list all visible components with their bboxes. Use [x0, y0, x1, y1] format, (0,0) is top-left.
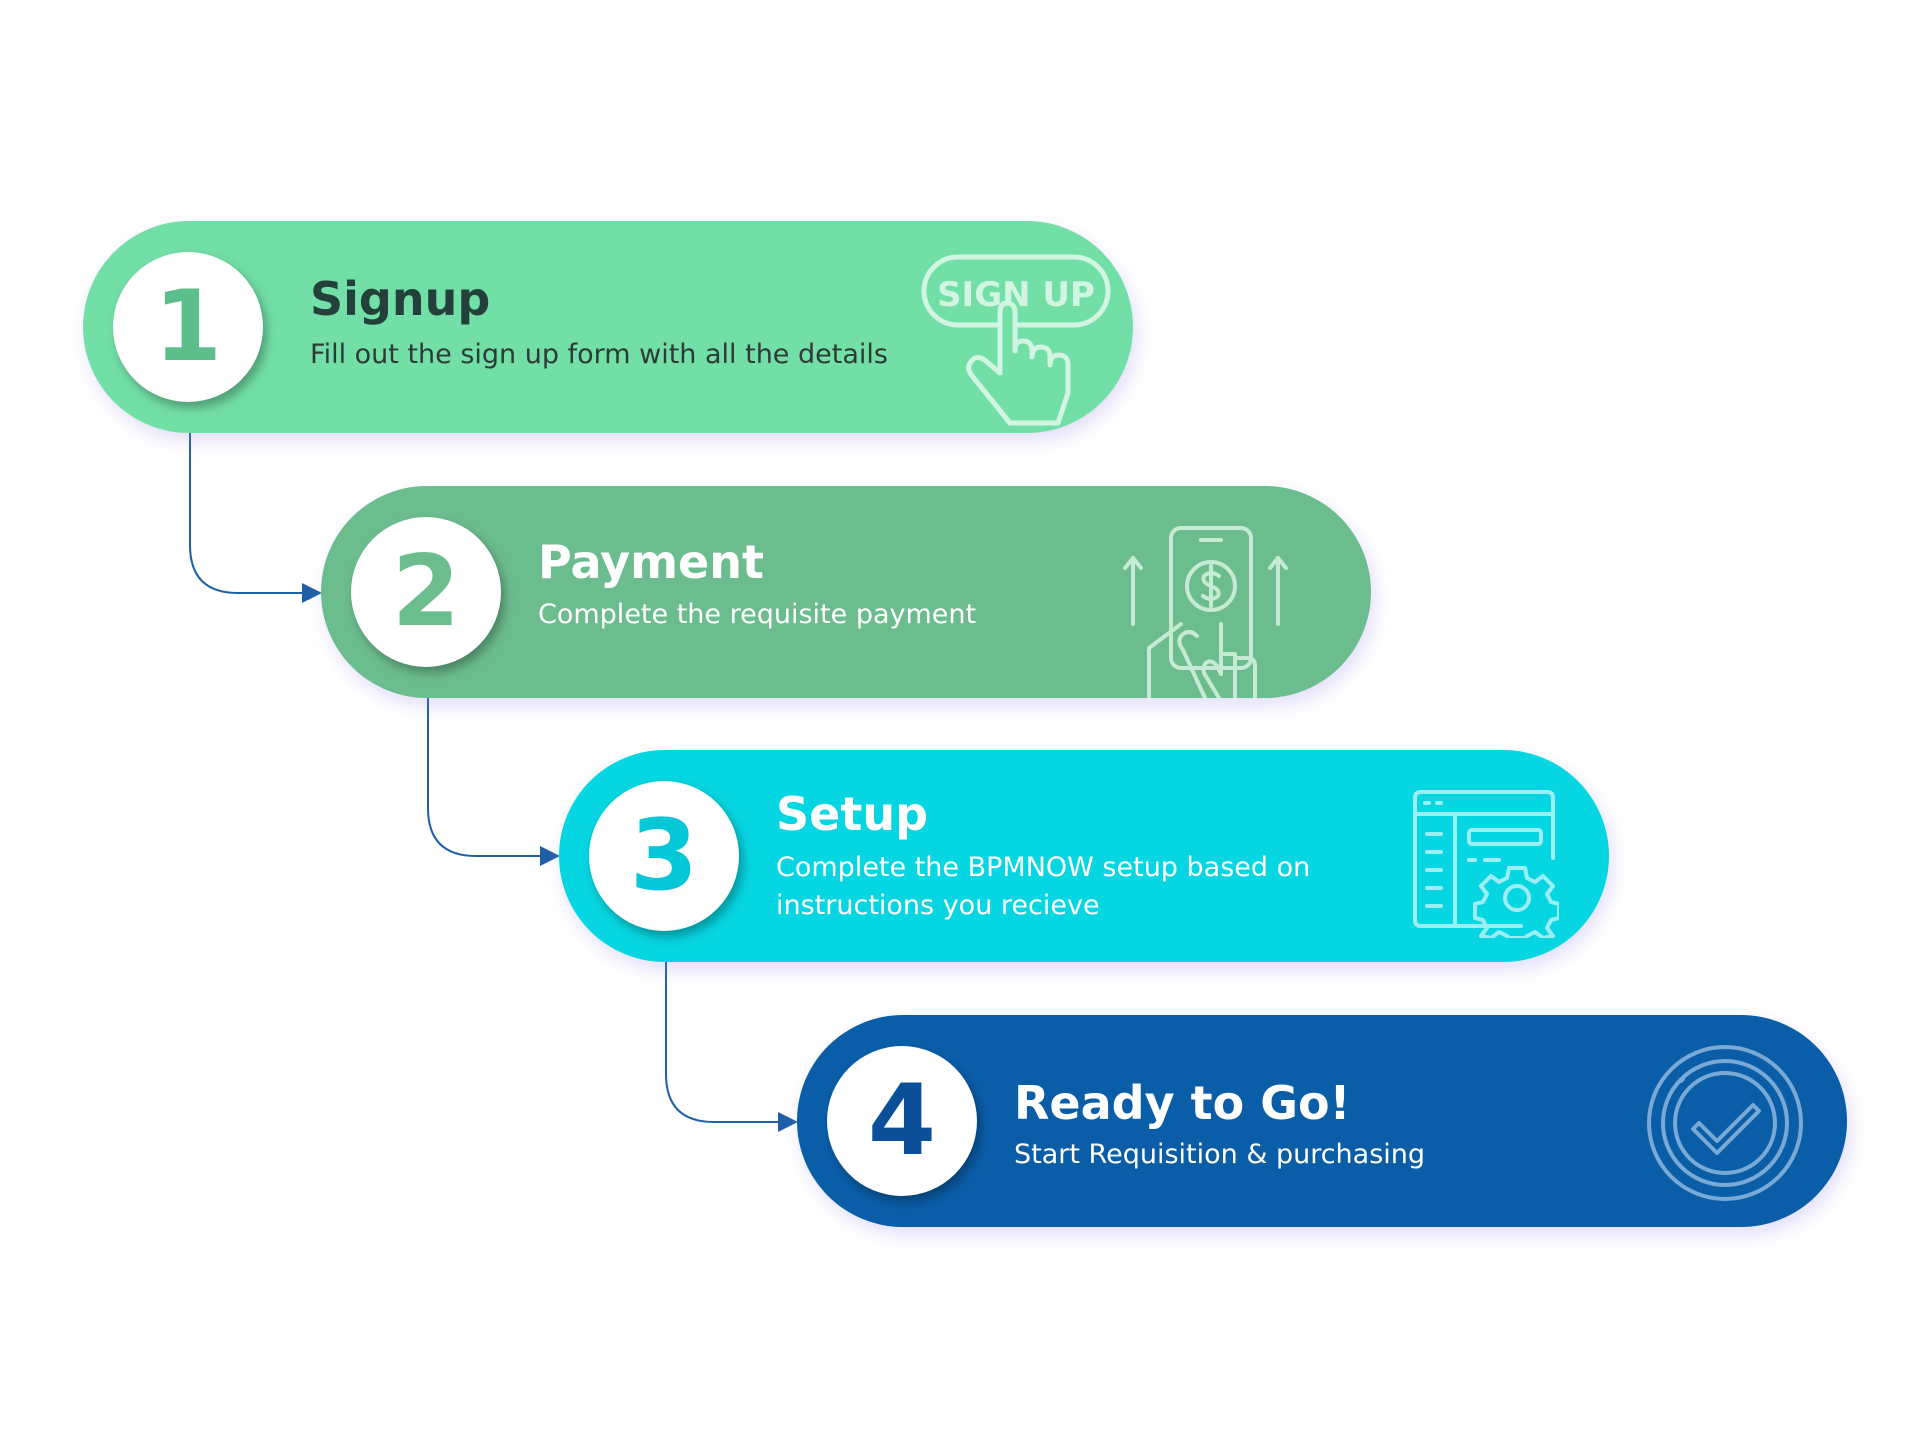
step-description-line-2: instructions you recieve — [776, 890, 1100, 921]
step-number-badge: 3 — [589, 781, 739, 931]
step-title: Signup — [310, 272, 491, 326]
connector-2-3 — [427, 697, 560, 866]
step-number: 1 — [153, 270, 223, 384]
step-description: Complete the requisite payment — [538, 599, 977, 630]
step-number: 3 — [629, 799, 699, 913]
mobile-payment-icon — [1123, 526, 1288, 698]
connector-3-4 — [665, 961, 798, 1132]
step-payment: 2 Payment Complete the requisite payment — [321, 486, 1371, 698]
step-number-badge: 1 — [113, 252, 263, 402]
settings-window-icon — [1413, 790, 1559, 938]
signup-button-icon: SIGN UP — [921, 254, 1111, 426]
step-number: 4 — [867, 1064, 937, 1178]
step-title: Setup — [776, 787, 928, 841]
step-title: Payment — [538, 535, 764, 589]
step-title: Ready to Go! — [1014, 1076, 1351, 1130]
step-number: 2 — [391, 535, 461, 649]
check-circle-icon — [1647, 1045, 1803, 1201]
step-ready: 4 Ready to Go! Start Requisition & purch… — [797, 1015, 1847, 1227]
step-description: Fill out the sign up form with all the d… — [310, 339, 888, 370]
connector-1-2 — [189, 432, 322, 603]
step-signup: 1 Signup Fill out the sign up form with … — [83, 221, 1133, 433]
step-description: Start Requisition & purchasing — [1014, 1139, 1426, 1170]
step-number-badge: 4 — [827, 1046, 977, 1196]
step-setup: 3 Setup Complete the BPMNOW setup based … — [559, 750, 1609, 962]
step-description: Complete the BPMNOW setup based on — [776, 852, 1311, 883]
step-number-badge: 2 — [351, 517, 501, 667]
